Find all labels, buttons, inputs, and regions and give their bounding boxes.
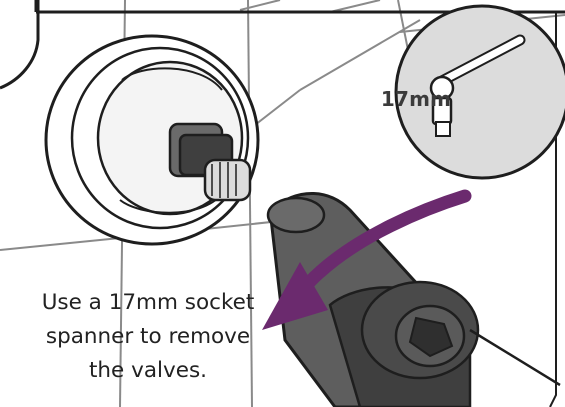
curved-arrow-icon: [262, 189, 472, 330]
caption-line: the valves.: [89, 358, 207, 383]
socket-wrench-icon: [394, 4, 565, 180]
inset-edge: [0, 0, 40, 90]
instruction-caption: Use a 17mm socket spanner to remove the …: [6, 286, 290, 388]
valve-spindle: [168, 122, 252, 202]
caption-line: Use a 17mm socket: [41, 290, 255, 315]
socket-size-label: 17mm: [380, 87, 452, 111]
caption-line: spanner to remove: [45, 324, 251, 349]
frame-edge-right: [549, 12, 557, 407]
socket-spanner: [266, 192, 561, 407]
